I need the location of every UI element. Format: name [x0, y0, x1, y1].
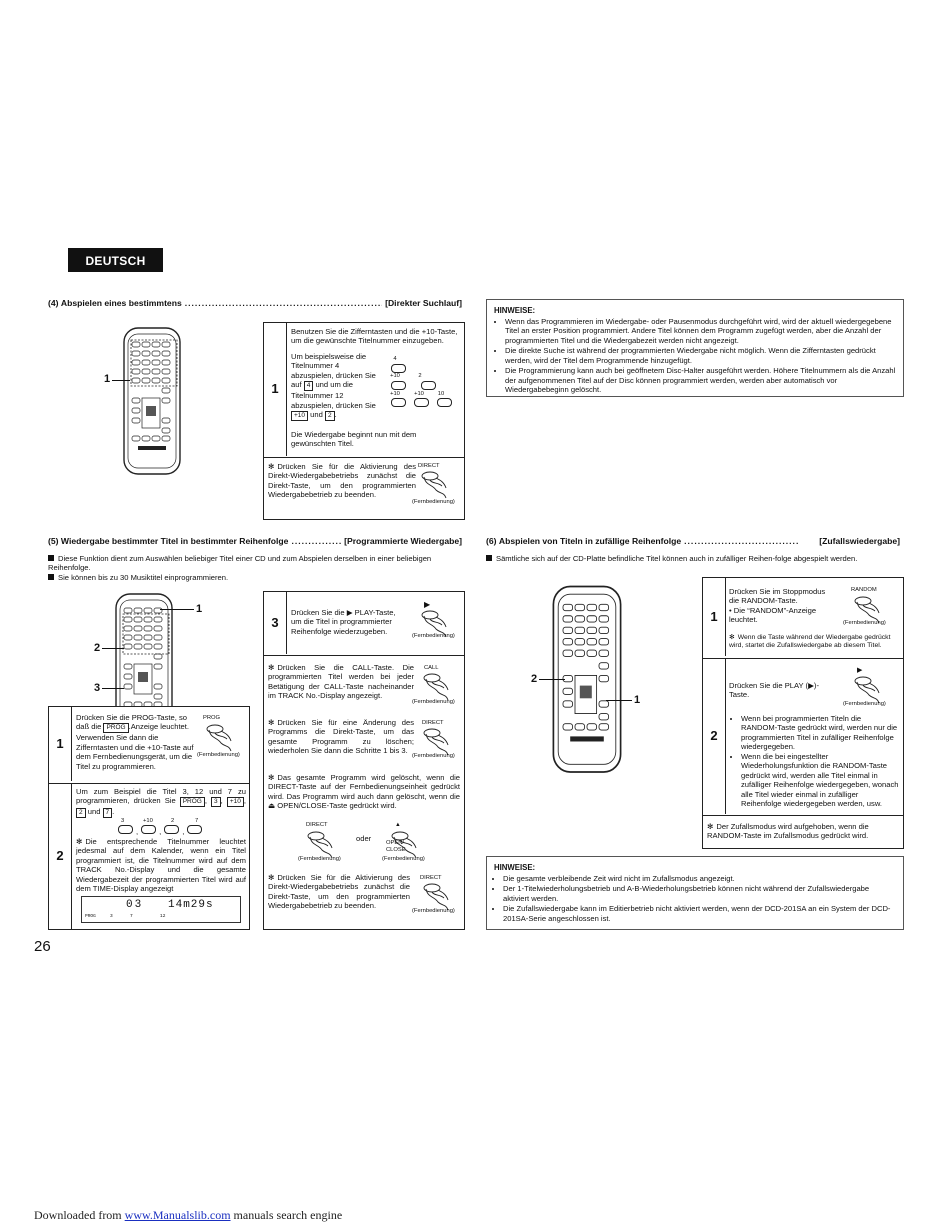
- section4-step-box: 1 Benutzen Sie die Zifferntasten und die…: [263, 322, 465, 520]
- key-2: 2: [324, 411, 335, 422]
- pressing-hand-icon: [421, 471, 447, 499]
- section5-step3-box: 3 Drücken Sie die ▶ PLAY-Taste, um die T…: [263, 591, 465, 930]
- section6-heading: (6) Abspielen von Titeln in zufällige Re…: [486, 536, 900, 546]
- remote-control-illustration: [123, 327, 181, 475]
- callout-line: [112, 380, 130, 381]
- manualslib-link[interactable]: www.Manualslib.com: [124, 1208, 231, 1222]
- footer: Downloaded from www.Manualslib.com manua…: [34, 1208, 343, 1222]
- section4-note: ✻Drücken Sie für die Aktivierung des Dir…: [268, 462, 416, 500]
- pressing-hand-icon: [206, 724, 232, 752]
- section4-tag: [Direkter Suchlauf]: [385, 298, 462, 308]
- section5-bullet-1: Diese Funktion dient zum Auswählen belie…: [48, 554, 432, 573]
- section5-steps-box: 1 Drücken Sie die PROG-Taste, so daß die…: [48, 706, 250, 930]
- s5-note-4: ✻Drücken Sie für die Aktivierung des Dir…: [268, 873, 410, 911]
- s6-step1-note: ✻Wenn die Taste während der Wiedergabe g…: [729, 634, 891, 650]
- program-buttons-icon: ,,,: [115, 825, 205, 836]
- hinweise-bottom: HINWEISE: Die gesamte verbleibende Zeit …: [486, 856, 904, 930]
- pressing-hand-icon: [423, 673, 449, 701]
- page-number: 26: [34, 938, 51, 955]
- hinweise-top: HINWEISE: Wenn das Programmieren im Wied…: [486, 299, 904, 397]
- s5-step2-note: ✻Die entsprechende Titelnummer leuchtet …: [76, 837, 246, 894]
- s5-step1-text: Drücken Sie die PROG-Taste, so daß die P…: [76, 713, 194, 771]
- s5-step2-text: Um zum Beispiel die Titel 3, 12 und 7 zu…: [76, 787, 246, 819]
- remote-control-illustration-2: [115, 593, 173, 706]
- section4-callout-1: 1: [104, 373, 111, 385]
- step-intro: Benutzen Sie die Zifferntasten und die +…: [291, 327, 458, 346]
- button-4-icon: [388, 364, 409, 375]
- button-plus10-icon: [388, 381, 439, 392]
- section4-number: (4): [48, 298, 59, 308]
- button-row-icon: [388, 398, 455, 409]
- section4-heading: (4) Abspielen eines bestimmtens ........…: [48, 298, 462, 308]
- s5-note-3: ✻Das gesamte Programm wird gelöscht, wen…: [268, 773, 460, 811]
- key-4: 4: [303, 381, 314, 392]
- s5-note-2: ✻Drücken Sie für eine Änderung des Progr…: [268, 718, 414, 756]
- section5-bullet-2: Sie können bis zu 30 Musiktitel einprogr…: [48, 573, 466, 582]
- section6-steps-box: 1 Drücken Sie im Stoppmodus die RANDOM-T…: [702, 577, 904, 849]
- section4-title: Abspielen eines bestimmtens: [60, 298, 182, 308]
- s5-note-1: ✻Drücken Sie die CALL-Taste. Die program…: [268, 663, 414, 701]
- step-end: Die Wiedergabe beginnt nun mit dem gewün…: [291, 430, 417, 449]
- step-example: Um beispielsweise die Titelnummer 4 abzu…: [291, 352, 376, 422]
- s6-step2-bullets: Wenn bei programmierten Titeln die RANDO…: [731, 714, 899, 809]
- key-plus10: +10: [291, 411, 309, 422]
- language-tab: DEUTSCH: [68, 248, 163, 272]
- section6-bullet: Sämtliche sich auf der CD-Platte befindl…: [486, 554, 904, 563]
- section5-heading: (5) Wiedergabe bestimmter Titel in besti…: [48, 536, 462, 546]
- s6-step1-text: Drücken Sie im Stoppmodus die RANDOM-Tas…: [729, 587, 826, 625]
- s6-note: ✻Der Zufallsmodus wird aufgehoben, wenn …: [707, 822, 869, 841]
- lcd-display: 03 14m29s PROG 3 7 12: [81, 896, 241, 923]
- step-number: 1: [264, 323, 287, 456]
